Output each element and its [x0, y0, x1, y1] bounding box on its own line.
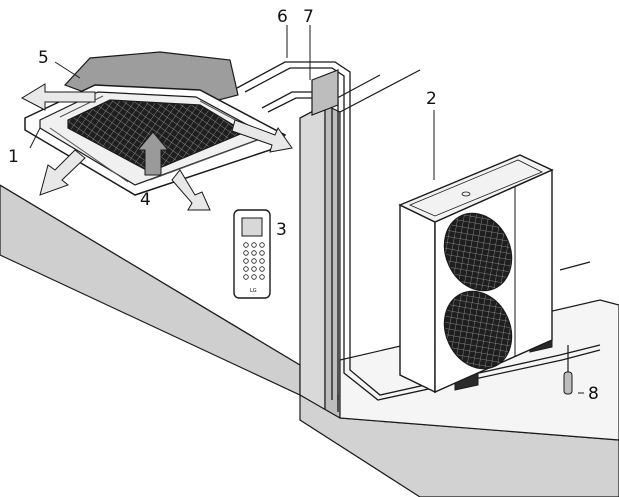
drain-hose — [563, 345, 573, 395]
remote-controller: LG — [233, 209, 271, 299]
upper-fan-grille — [443, 212, 513, 292]
callout-4: 4 — [140, 190, 151, 210]
callout-2: 2 — [426, 89, 437, 109]
callout-6: 6 — [277, 7, 288, 27]
callout-5: 5 — [38, 48, 49, 68]
outdoor-unit — [398, 154, 554, 394]
callout-3: 3 — [276, 220, 287, 240]
callout-1: 1 — [8, 147, 19, 167]
callout-7: 7 — [303, 7, 314, 27]
remote-brand-mark: LG — [250, 288, 257, 294]
callout-8: 8 — [588, 384, 599, 404]
airflow-arrows — [20, 83, 293, 211]
leader-lines — [29, 25, 584, 394]
lower-fan-grille — [443, 290, 513, 370]
pipe-wall-sleeve — [311, 69, 339, 116]
